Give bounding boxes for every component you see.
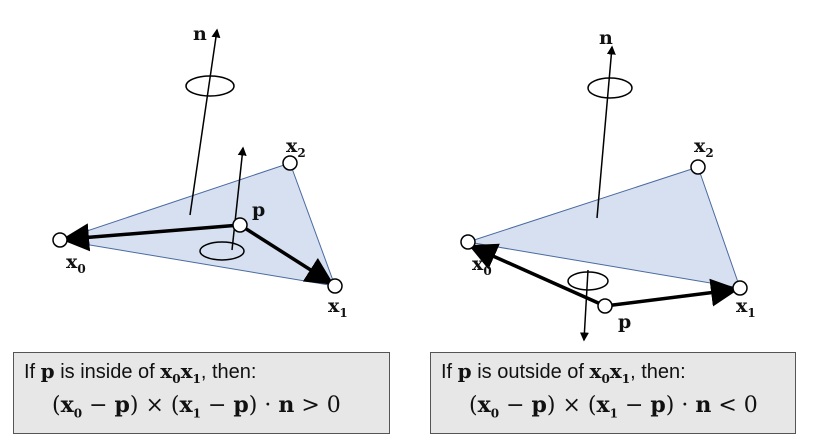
point-p xyxy=(597,298,613,314)
subscript: 0 xyxy=(483,264,491,278)
label-x0: x xyxy=(472,253,484,275)
point-x0 xyxy=(52,232,68,248)
label-x2: x xyxy=(694,135,706,157)
label-p: p xyxy=(618,311,631,333)
label-x0: x xyxy=(66,251,78,273)
formula: (x0 − p) × (x1 − p) · n < 0 xyxy=(469,392,758,421)
svg-text:x2: x2 xyxy=(286,135,306,160)
formula: (x0 − p) × (x1 − p) · n > 0 xyxy=(52,392,341,421)
triangle xyxy=(59,162,336,287)
point-p xyxy=(232,217,248,233)
subscript: 0 xyxy=(77,262,85,276)
svg-text:n: n xyxy=(193,23,207,45)
subscript: 1 xyxy=(747,306,755,320)
subscript: 2 xyxy=(297,146,305,160)
left-panel: n x2 p x0 x1 xyxy=(52,23,348,320)
label-n: n xyxy=(599,27,613,49)
point-x2 xyxy=(282,155,298,171)
point-x1 xyxy=(327,278,343,294)
right-panel: n x2 p x0 x1 xyxy=(460,27,756,342)
label-x2: x xyxy=(286,135,298,157)
svg-text:x1: x1 xyxy=(328,295,348,320)
point-x1 xyxy=(732,280,748,296)
label-n: n xyxy=(193,23,207,45)
vector-p-x1 xyxy=(239,223,334,285)
normal-at-p xyxy=(579,269,589,342)
svg-text:x2: x2 xyxy=(694,135,714,160)
point-x2 xyxy=(690,159,706,175)
condition-text: If p is outside of x0x1, then: xyxy=(441,359,686,386)
subscript: 1 xyxy=(339,306,347,320)
label-x1: x xyxy=(328,295,340,317)
svg-text:n: n xyxy=(599,27,613,49)
svg-text:p: p xyxy=(618,311,631,333)
rotation-icon xyxy=(567,271,609,291)
label-x1: x xyxy=(736,295,748,317)
svg-text:x0: x0 xyxy=(66,251,86,276)
vector-p-x1 xyxy=(604,278,739,308)
svg-text:x1: x1 xyxy=(736,295,756,320)
svg-text:p: p xyxy=(252,199,265,221)
label-p: p xyxy=(252,199,265,221)
normal-n xyxy=(189,28,221,216)
vector-p-x0 xyxy=(61,223,241,252)
triangle xyxy=(467,166,741,289)
point-x0 xyxy=(460,234,476,250)
inside-condition-box: If p is inside of x0x1, then: (x0 − p) ×… xyxy=(13,352,390,434)
condition-text: If p is inside of x0x1, then: xyxy=(24,359,257,386)
vector-p-x0 xyxy=(468,243,606,308)
rotation-icon xyxy=(199,241,245,261)
normal-at-p xyxy=(231,146,247,251)
rotation-icon xyxy=(185,75,235,97)
subscript: 2 xyxy=(705,146,713,160)
svg-text:x0: x0 xyxy=(472,253,492,278)
normal-n xyxy=(596,45,616,219)
rotation-icon xyxy=(587,77,633,99)
outside-condition-box: If p is outside of x0x1, then: (x0 − p) … xyxy=(430,352,796,434)
